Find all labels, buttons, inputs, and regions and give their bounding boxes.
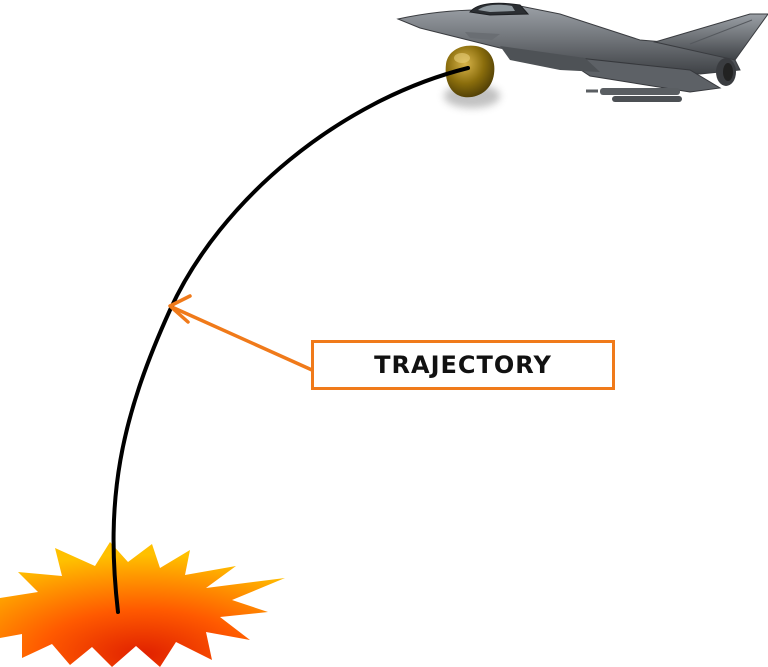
trajectory-path — [111, 66, 470, 614]
explosion-icon — [0, 542, 285, 667]
bomb-icon — [445, 45, 495, 98]
fighter-jet-icon — [396, 2, 768, 102]
trajectory-label-box: TRAJECTORY — [311, 340, 615, 390]
callout-arrow — [168, 294, 314, 372]
trajectory-label: TRAJECTORY — [374, 351, 552, 379]
